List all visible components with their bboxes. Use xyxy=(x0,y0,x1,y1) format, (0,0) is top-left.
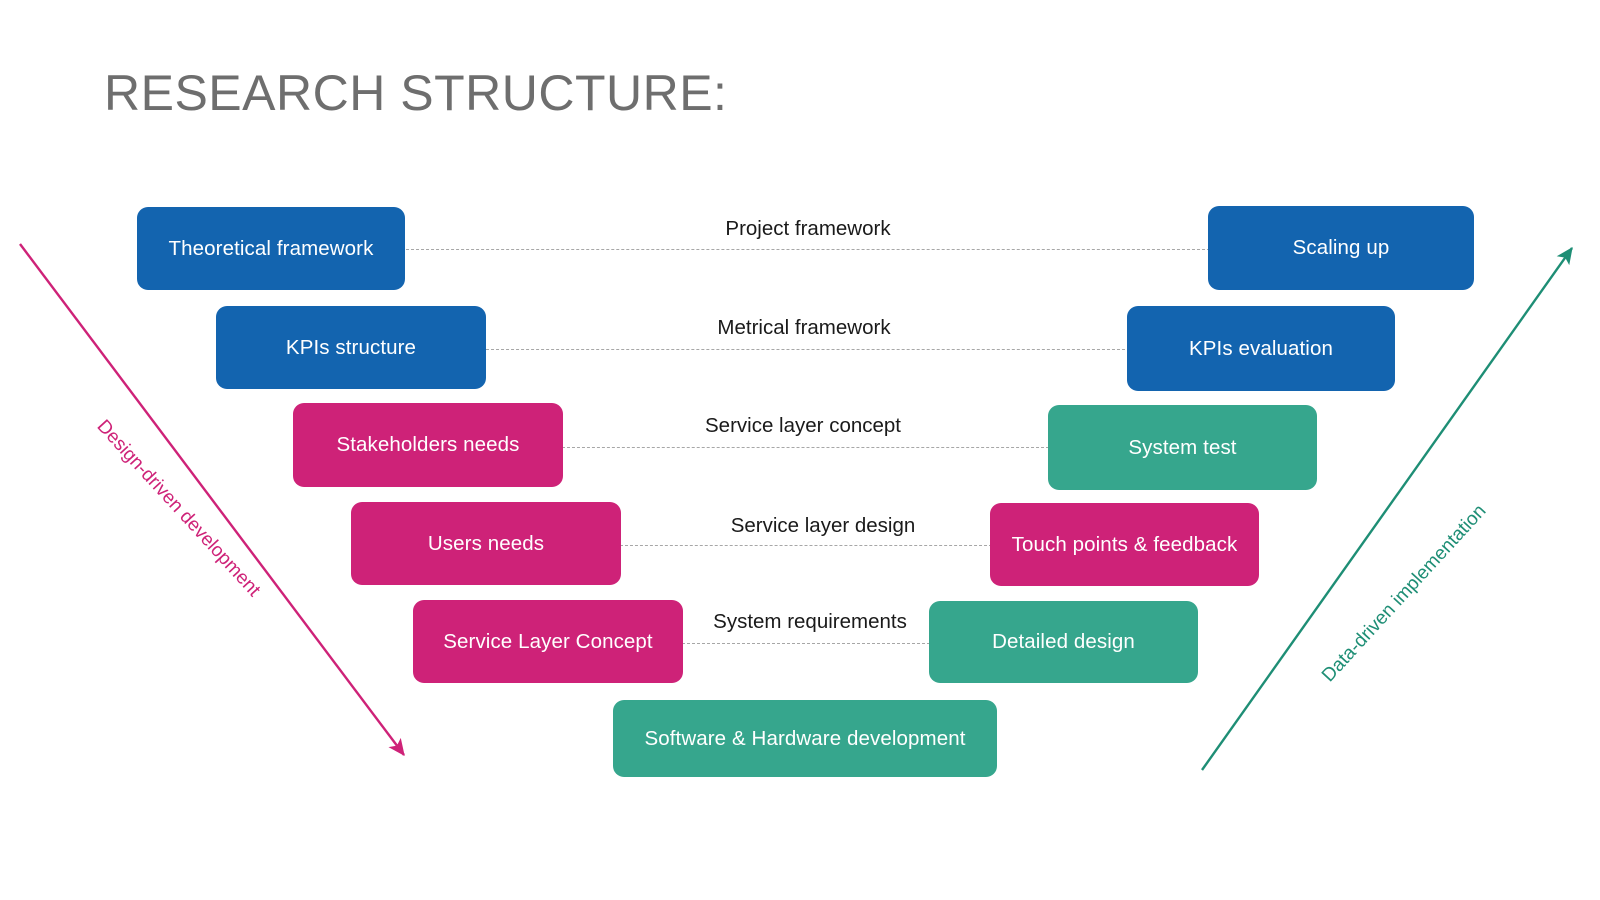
connector-line-5 xyxy=(682,643,930,644)
connector-label-2: Metrical framework xyxy=(717,316,891,339)
node-service-layer-concept[interactable]: Service Layer Concept xyxy=(413,600,683,683)
node-scaling-up[interactable]: Scaling up xyxy=(1208,206,1474,290)
connector-line-1 xyxy=(406,249,1210,250)
page-title: RESEARCH STRUCTURE: xyxy=(104,65,728,121)
node-detailed-design[interactable]: Detailed design xyxy=(929,601,1198,683)
node-software-hardware-development[interactable]: Software & Hardware development xyxy=(613,700,997,777)
node-theoretical-framework[interactable]: Theoretical framework xyxy=(137,207,405,290)
node-kpis-structure[interactable]: KPIs structure xyxy=(216,306,486,389)
connector-line-2 xyxy=(486,349,1130,350)
node-stakeholders-needs[interactable]: Stakeholders needs xyxy=(293,403,563,487)
side-label-data-driven: Data-driven implementation xyxy=(1318,500,1491,687)
connector-label-4: Service layer design xyxy=(730,514,916,537)
connector-line-4 xyxy=(620,545,992,546)
node-kpis-evaluation[interactable]: KPIs evaluation xyxy=(1127,306,1395,391)
connector-label-1: Project framework xyxy=(725,217,891,240)
node-users-needs[interactable]: Users needs xyxy=(351,502,621,585)
connector-label-5: System requirements xyxy=(713,610,907,633)
side-label-design-driven: Design-driven development xyxy=(92,416,265,601)
node-touch-points-feedback[interactable]: Touch points & feedback xyxy=(990,503,1259,586)
node-system-test[interactable]: System test xyxy=(1048,405,1317,490)
connector-line-3 xyxy=(562,447,1049,448)
connector-label-3: Service layer concept xyxy=(705,414,901,437)
